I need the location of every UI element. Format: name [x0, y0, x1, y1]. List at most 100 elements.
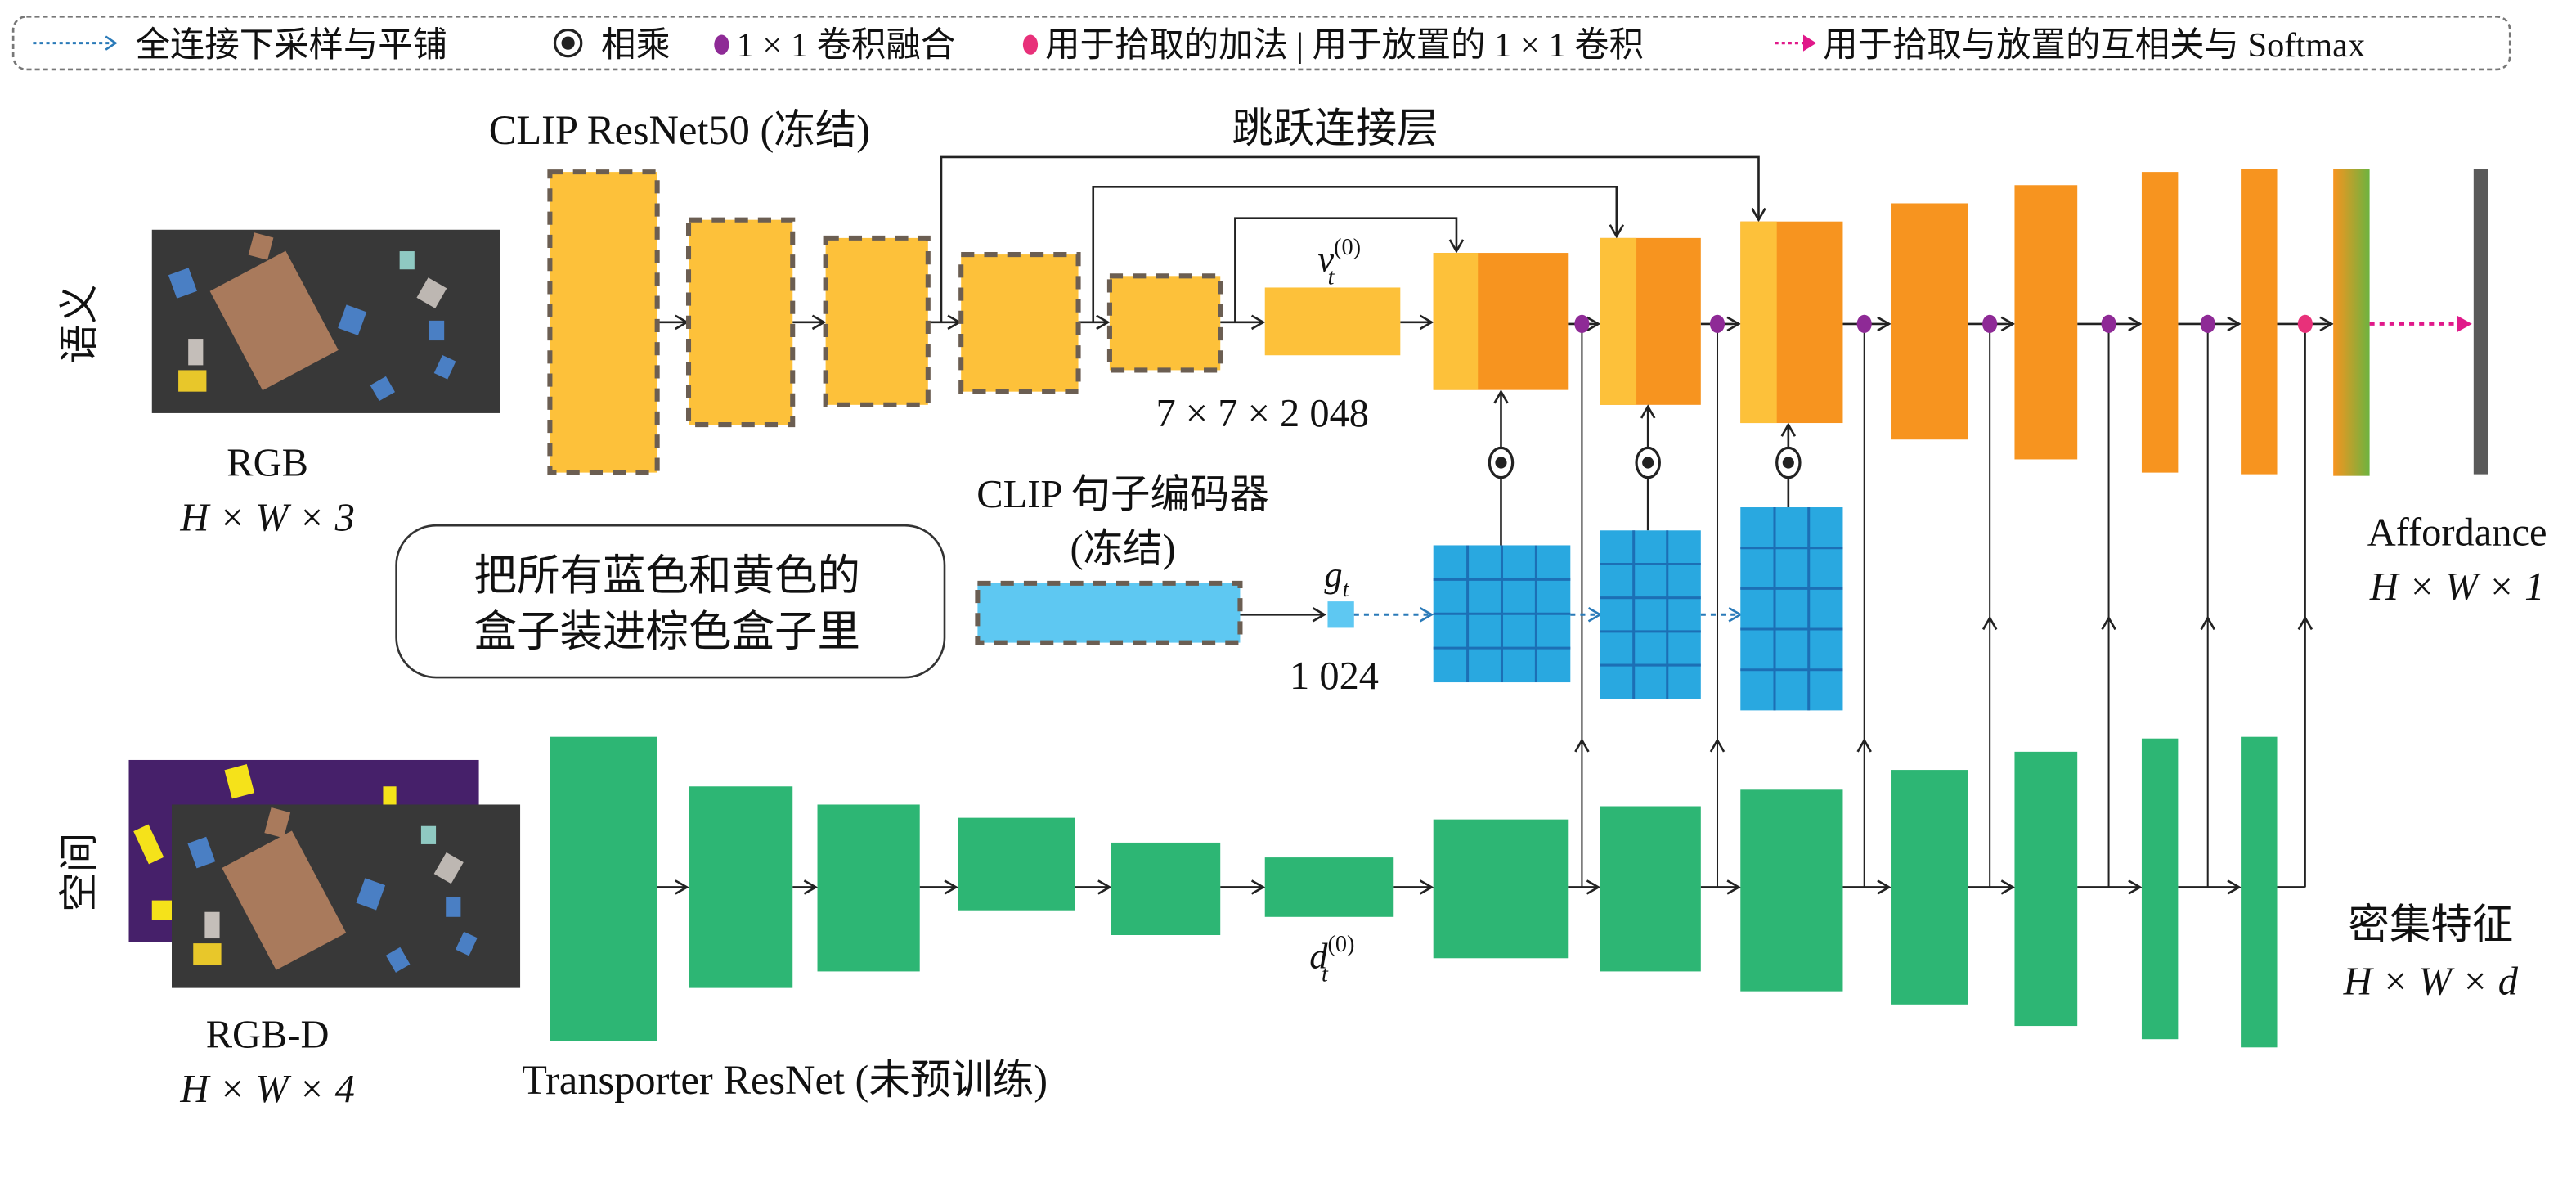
fusion-block-2: [1600, 237, 1701, 405]
lateral-line: [1981, 323, 1998, 888]
legend-item-correlation: 用于拾取与放置的互相关与 Softmax: [1775, 26, 2365, 65]
pink-dot-icon: [2297, 314, 2313, 333]
rgb-image-front: [172, 804, 521, 988]
purple-dot-icon: [2101, 314, 2116, 333]
pink-dot-icon: [1022, 34, 1039, 55]
lateral-line: [1709, 323, 1726, 888]
rgb-image: [151, 229, 500, 413]
spatial-flow-arrows: [657, 879, 2305, 895]
dense-feature-dims: H × W × d: [2343, 960, 2519, 1004]
lateral-line: [2297, 323, 2313, 888]
flow-arrow: [1568, 879, 1601, 895]
transporter-block-3: [817, 804, 920, 972]
flow-arrow: [919, 879, 958, 895]
output-gradient-block: [2333, 169, 2370, 476]
flow-arrow: [1842, 879, 1892, 895]
legend-item-conv-fusion: 1 × 1 卷积融合: [714, 26, 955, 65]
clip-block-5: [1106, 273, 1223, 373]
sentence-encoder-frozen: (冻结): [1070, 528, 1175, 571]
clip-block-1: [547, 169, 660, 475]
affordance-output-bar: [2473, 169, 2488, 475]
odot-icon: [553, 28, 583, 58]
flow-arrow: [792, 314, 827, 331]
flow-arrow: [1220, 314, 1266, 331]
lateral-connections: [1574, 323, 2313, 888]
instruction-line-1: 把所有蓝色和黄色的: [474, 552, 861, 600]
flow-arrow: [1220, 879, 1266, 895]
flow-arrow: [1400, 314, 1434, 331]
transporter-decoder-block-6: [2141, 738, 2179, 1040]
vt-feature-block: [1264, 287, 1401, 356]
gt-dims: 1 024: [1290, 654, 1379, 698]
odot-icon: [1635, 446, 1661, 479]
purple-dot-icon: [1856, 314, 1872, 333]
sentence-encoder-block: [975, 580, 1243, 645]
legend-item-fc: 全连接下采样与平铺: [33, 26, 447, 65]
rgbd-dims: H × W × 4: [179, 1068, 354, 1111]
skip-line-inner: [1234, 217, 1458, 322]
legend-item-add-conv: 用于拾取的加法 | 用于放置的 1 × 1 卷积: [1022, 26, 1644, 65]
vt-dims: 7 × 7 × 2 048: [1156, 392, 1369, 435]
fusion-dots: [1574, 314, 2313, 333]
transporter-decoder-block-7: [2241, 736, 2278, 1048]
legend-box: [11, 15, 2511, 71]
legend-label-fc: 全连接下采样与平铺: [136, 26, 448, 65]
transporter-decoder-block-1: [1433, 819, 1569, 959]
legend-label-add-conv: 用于拾取的加法 | 用于放置的 1 × 1 卷积: [1045, 26, 1644, 65]
rgb-label: RGB: [227, 442, 308, 485]
transporter-decoder-block-3: [1740, 789, 1843, 992]
skip-connection-label: 跳跃连接层: [1232, 106, 1438, 151]
odot-icon: [1488, 446, 1515, 479]
flow-arrow: [657, 879, 689, 895]
skip-line-outer: [940, 155, 1760, 322]
fusion-block-3: [1740, 221, 1843, 424]
tiled-grid-2: [1600, 530, 1701, 699]
language-tiled-grids: [1433, 507, 1843, 711]
skip-connections: [940, 155, 1766, 322]
dt-feature-block: [1264, 857, 1394, 917]
transporter-decoder-block-4: [1891, 770, 1968, 1005]
decoder-block-2: [2014, 185, 2078, 460]
clip-resnet-blocks: [547, 169, 1223, 475]
flow-arrow: [1393, 879, 1434, 895]
clip-block-4: [958, 252, 1081, 394]
transporter-block-5: [1111, 842, 1221, 935]
purple-dot-icon: [1709, 314, 1726, 333]
skip-line-middle: [1092, 185, 1618, 322]
lateral-line: [1856, 323, 1872, 888]
decoder-block-1: [1891, 203, 1968, 440]
flow-arrow: [792, 879, 819, 895]
legend-label-correlation: 用于拾取与放置的互相关与 Softmax: [1823, 26, 2365, 65]
lateral-line: [2101, 323, 2116, 888]
flow-arrow: [1700, 879, 1741, 895]
rgb-dims: H × W × 3: [179, 496, 354, 539]
flow-arrow: [927, 314, 962, 331]
affordance-dims: H × W × 1: [2369, 565, 2544, 609]
tiled-grid-1: [1433, 545, 1571, 683]
row-label-spatial: 空间: [58, 833, 101, 912]
transporter-decoder-block-2: [1600, 806, 1701, 972]
purple-dot-icon: [2200, 314, 2215, 333]
legend-label-multiply: 相乘: [601, 26, 671, 65]
transporter-block-2: [689, 786, 793, 988]
transporter-block-4: [958, 817, 1075, 911]
purple-dot-icon: [1574, 314, 1590, 333]
odot-icon: [1775, 446, 1802, 479]
fusion-block-1: [1433, 253, 1569, 390]
legend-label-conv-fusion: 1 × 1 卷积融合: [737, 26, 956, 65]
instruction-line-2: 盒子装进棕色盒子里: [474, 609, 861, 656]
purple-dot-icon: [1982, 314, 1998, 333]
tiled-grid-3: [1740, 507, 1843, 711]
decoder-blocks: [1891, 169, 2278, 475]
instruction-box: [395, 524, 946, 679]
row-label-semantic: 语义: [58, 284, 101, 363]
gt-label: gt: [1324, 554, 1349, 602]
flow-arrow: [1078, 314, 1111, 331]
purple-dot-icon: [714, 34, 729, 55]
clip-resnet-label: CLIP ResNet50 (冻结): [489, 107, 870, 153]
rgbd-label: RGB-D: [206, 1013, 330, 1056]
decoder-block-3: [2141, 172, 2179, 473]
legend: 全连接下采样与平铺 相乘 1 × 1 卷积融合 用于拾取的加法 | 用于放置的 …: [11, 15, 2511, 71]
decoder-block-4: [2241, 169, 2278, 475]
